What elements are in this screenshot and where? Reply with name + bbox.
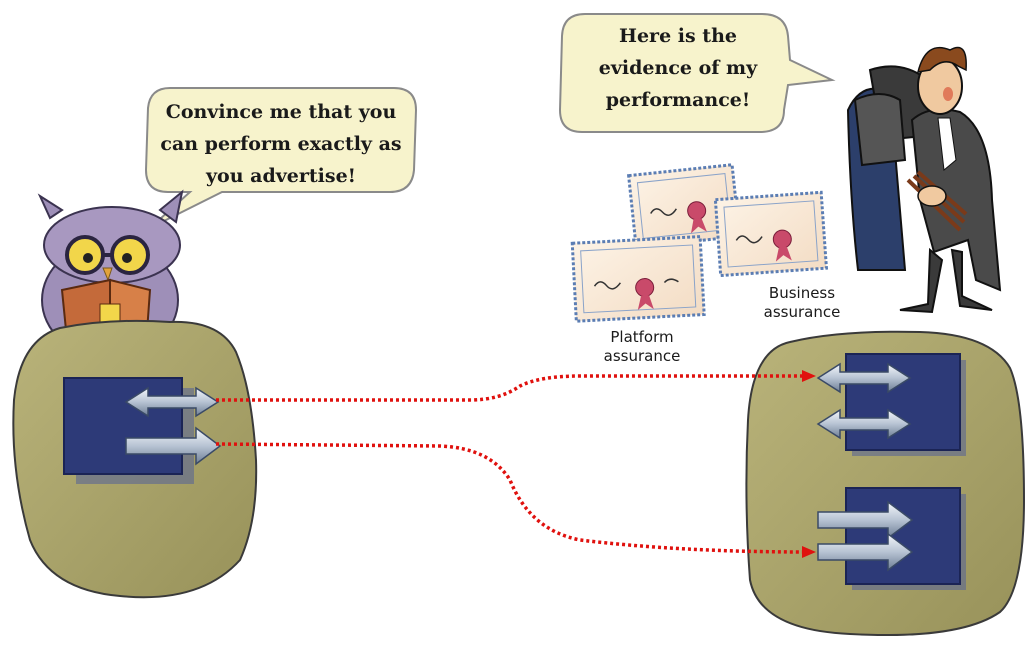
business-assurance-line-1: Business — [768, 284, 836, 302]
provider-illustration — [846, 46, 1002, 314]
platform-assurance-line-1: Platform — [610, 328, 674, 346]
platform-assurance-line-2: assurance — [603, 347, 681, 365]
provider-bidirectional-arrow-bottom — [816, 408, 912, 440]
verifier-bidirectional-arrow — [124, 386, 220, 418]
verifier-component-box — [63, 377, 194, 484]
verifier-speech-line-3: you advertise! — [206, 165, 356, 187]
provider-outgoing-arrow-top — [817, 500, 914, 540]
provider-bidirectional-arrow-top — [816, 362, 912, 394]
provider-speech-text: Here is the evidence of my performance! — [580, 20, 776, 116]
platform-assurance-label: Platform assurance — [586, 328, 698, 366]
verifier-speech-line-1: Convince me that you — [165, 101, 397, 123]
business-assurance-line-2: assurance — [763, 303, 841, 321]
verifier-speech-bubble — [144, 87, 418, 229]
connection-line-bottom — [215, 442, 816, 558]
provider-component-box-top — [845, 353, 966, 456]
provider-speech-line-3: performance! — [605, 89, 751, 111]
provider-outgoing-arrow-bottom — [817, 532, 914, 572]
verifier-outgoing-arrow — [125, 426, 222, 466]
certificate-business — [713, 190, 829, 278]
connection-line-top — [216, 370, 816, 402]
provider-speech-bubble — [558, 13, 836, 133]
certificate-platform — [570, 235, 706, 323]
business-assurance-label: Business assurance — [746, 284, 858, 322]
provider-speech-line-2: evidence of my — [598, 57, 758, 79]
provider-component-box-bottom — [845, 487, 966, 590]
provider-speech-line-1: Here is the — [619, 25, 737, 47]
verifier-speech-text: Convince me that you can perform exactly… — [150, 96, 412, 192]
verifier-speech-line-2: can perform exactly as — [160, 133, 402, 155]
